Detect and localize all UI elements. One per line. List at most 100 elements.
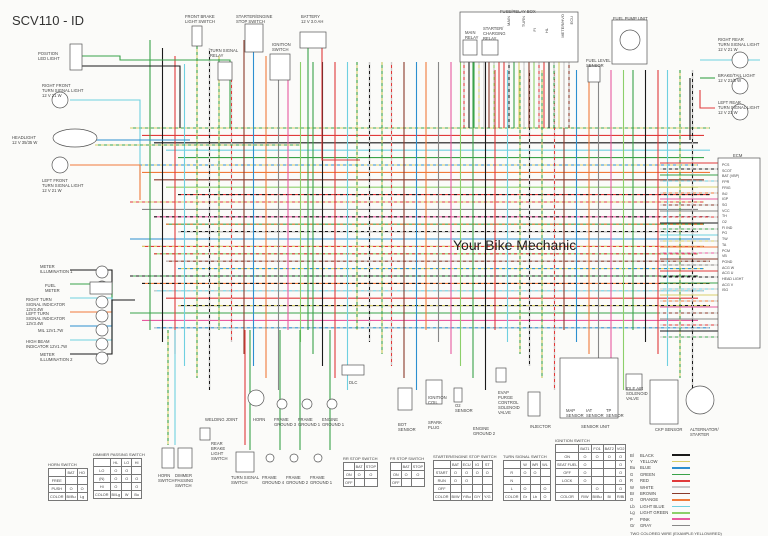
ecm-pin: VB <box>722 254 727 259</box>
ecm-pin: PCS <box>722 163 730 167</box>
ignition-switch <box>269 53 291 81</box>
legend-code: Y <box>630 459 633 465</box>
table-cell: R/Bl <box>614 492 627 501</box>
ecm-pin: ACG W <box>722 265 735 270</box>
table-cell: O <box>539 492 551 501</box>
ecm-pin: INJ <box>722 191 728 196</box>
ecm-pin: ACG V <box>722 282 734 287</box>
right-turn-ind-label: RIGHT TURN SIGNAL INDICATOR 12V3.4W <box>26 297 66 312</box>
table-cell: N <box>503 476 521 485</box>
components <box>51 11 761 473</box>
legend-entry: Gr GRAY <box>630 522 698 528</box>
evap-valve <box>495 367 507 383</box>
starter-relay-label: STARTER/ CHARGING RELAY <box>483 26 506 41</box>
turn-relay-label: TURN SIGNAL RELAY <box>210 48 239 58</box>
table-header: BAT <box>353 462 365 471</box>
table-cell: LO <box>93 466 111 475</box>
table-cell: COLOR <box>433 492 451 501</box>
ecm-pin: SG <box>722 202 728 207</box>
ground-terminal <box>301 398 313 410</box>
legend-swatch <box>672 524 690 527</box>
table-cell <box>602 460 616 469</box>
spark-plug-label: SPARK PLUG <box>428 420 442 430</box>
horn <box>247 389 265 407</box>
legend-color-name: LIGHT BLUE <box>640 503 665 509</box>
table-cell: HI <box>93 482 111 491</box>
front-brake-switch <box>191 25 203 47</box>
injector-label: INJECTOR <box>530 424 551 429</box>
table-cell: LOCK <box>554 476 580 485</box>
table-header <box>48 468 66 477</box>
table-cell: O <box>76 484 88 493</box>
map-sensor-label: MAP SENSOR <box>566 408 584 418</box>
table-header: BAT1 <box>578 444 592 453</box>
fuel-level-sensor <box>587 65 601 83</box>
table-cell: W <box>121 490 133 499</box>
frame-ground-2-label: FRAME GROUND 2 <box>286 475 309 485</box>
table-cell: Y/G <box>481 492 493 501</box>
legend-code: Gr <box>630 522 635 528</box>
legend-code: W <box>630 484 634 490</box>
fr_stop-table-title: FR STOP SWITCH <box>390 456 425 461</box>
fuse-label-ecu: ECU <box>569 16 574 25</box>
table-cell: O <box>449 468 462 477</box>
table-header: HL <box>109 458 123 467</box>
table-cell <box>471 476 483 485</box>
frame-ground-1b-label: FRAME GROUND 1 <box>310 475 333 485</box>
table-cell <box>519 476 531 485</box>
table-cell: O <box>590 452 604 461</box>
table-header: STOP <box>363 462 378 471</box>
table-cell: O <box>121 474 133 483</box>
table-header: BAT2 <box>602 444 616 453</box>
dlc-connector <box>341 364 365 376</box>
right-rear-turn-bulb <box>731 51 749 69</box>
ecm-pin: ACG U <box>722 271 734 276</box>
table-header: WR <box>529 460 541 469</box>
table-cell <box>602 476 616 485</box>
wire <box>70 99 141 180</box>
table-cell: OFF <box>343 478 355 487</box>
table-cell: O <box>614 452 627 461</box>
sensor-unit <box>559 357 619 419</box>
legend-color-name: ORANGE <box>640 497 659 503</box>
table-cell: ON <box>390 470 402 479</box>
dlc-label: DLC <box>349 380 358 385</box>
dimmer-table-title: DIMMER PASSING SWITCH <box>93 452 145 457</box>
starter-relay <box>481 39 499 56</box>
table-cell <box>602 484 616 493</box>
iat-sensor-label: IAT SENSOR <box>586 408 604 418</box>
legend-code: G <box>630 471 634 477</box>
legend-swatch <box>672 518 690 520</box>
right-front-turn-bulb <box>51 91 69 109</box>
frame-ground <box>265 453 275 463</box>
legend-code: Bl <box>630 452 634 458</box>
frame-ground-1-label: FRAME GROUND 1 <box>298 417 321 427</box>
table-header: BAT <box>449 460 462 469</box>
horn-table-title: HORN SWITCH <box>48 462 77 467</box>
table-cell: ON <box>554 452 580 461</box>
legend-color-name: GRAY <box>640 522 652 528</box>
fuse-label-turn: TURN <box>521 16 526 28</box>
table-cell: Lg <box>76 492 88 501</box>
fuse-label-hl: HL <box>544 28 549 34</box>
alternator <box>685 385 715 415</box>
wiring-diagram <box>51 11 761 473</box>
alternator-label: ALTERNATOR/ STARTER <box>690 427 719 437</box>
fuse-box-label: FUSE/RELAY BOX <box>500 9 536 14</box>
table-header <box>343 462 355 471</box>
table-cell: O <box>481 468 493 477</box>
ecm-pin: PGND <box>722 259 733 264</box>
table-cell <box>602 468 616 477</box>
meter-lamp <box>95 323 109 337</box>
table-header: BAT <box>64 468 78 477</box>
fuel-meter-label: FUEL METER <box>45 283 60 293</box>
ignition-coil <box>425 379 443 405</box>
ecm-pin: TH <box>722 214 727 219</box>
table-cell <box>590 460 604 469</box>
battery <box>299 31 327 49</box>
injector <box>527 391 541 417</box>
left-turn-ind-label: LEFT TURN SIGNAL INDICATOR 12V3.4W <box>26 311 66 326</box>
main-relay-label: MAIN RELAY <box>465 30 479 40</box>
